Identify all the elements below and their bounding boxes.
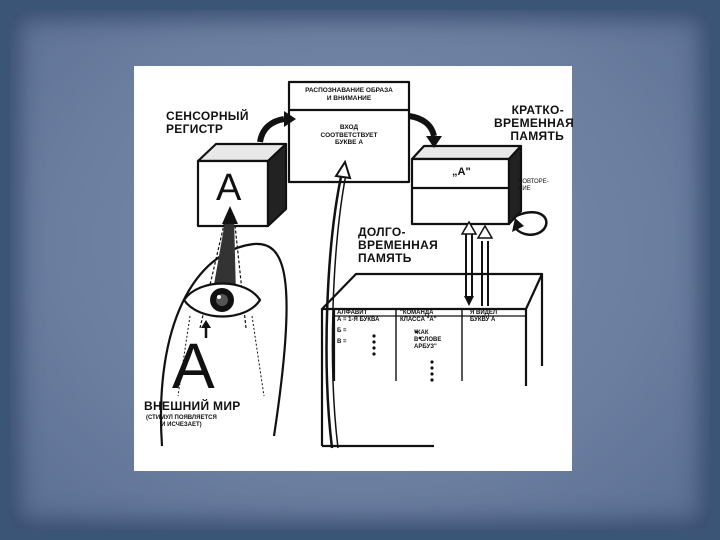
short-term-label-line3: ПАМЯТЬ (494, 130, 564, 143)
short-term-content: „А" (452, 166, 471, 178)
recognition-body-line2: СООТВЕТСТВУЕТ (289, 132, 409, 140)
outer-world-label: ВНЕШНИЙ МИР (144, 400, 241, 413)
stimulus-note: (СТИМУЛ ПОЯВЛЯЕТСЯ И ИСЧЕЗАЕТ) (146, 415, 217, 429)
ltm-col3-line1: Я ВИДЕЛ (470, 310, 497, 317)
memory-model-figure: СЕНСОРНЫЙ РЕГИСТР А РАСПОЗНАВАНИЕ ОБРАЗА… (134, 66, 572, 471)
ltm-col2-line3: "КАК (400, 330, 441, 337)
ltm-col1-line3: Б = (337, 328, 379, 335)
recognition-body-line1: ВХОД (289, 124, 409, 132)
recognition-body-line3: БУКВЕ А (289, 139, 409, 147)
sensory-register-box (198, 144, 286, 226)
ltm-column-command: "КОМАНДА КЛАССА "А" "КАК В СЛОВЕ АРБУЗ" (400, 310, 441, 351)
stimulus-note-line2: И ИСЧЕЗАЕТ) (146, 422, 217, 429)
arrow-to-short-term (409, 116, 434, 136)
long-term-memory-box (322, 274, 542, 446)
ltm-col2-line5: АРБУЗ" (400, 344, 441, 351)
long-term-label-line3: ПАМЯТЬ (358, 252, 438, 265)
repetition-label-line2: НИЕ (518, 186, 549, 193)
ltm-col2-line4: В СЛОВЕ (400, 337, 441, 344)
recognition-title-line2: И ВНИМАНИЕ (289, 95, 409, 103)
ltm-col1-line4: В = (337, 339, 379, 346)
recognition-title-line1: РАСПОЗНАВАНИЕ ОБРАЗА (289, 87, 409, 95)
ltm-col2-line1: "КОМАНДА (400, 310, 441, 317)
sensory-letter: А (216, 168, 241, 208)
stimulus-note-line1: (СТИМУЛ ПОЯВЛЯЕТСЯ (146, 415, 217, 422)
ltm-col2-line2: КЛАССА "А" (400, 317, 441, 324)
sensory-register-label: СЕНСОРНЫЙ РЕГИСТР (166, 110, 249, 136)
ltm-column-seen: Я ВИДЕЛ БУКВУ А (470, 310, 497, 324)
sensory-register-label-line2: РЕГИСТР (166, 123, 249, 136)
world-letter: А (172, 334, 215, 398)
arrow-to-recognition (260, 119, 284, 142)
repetition-label: ПОВТОРЕ- НИЕ (518, 179, 549, 193)
eye-icon (184, 284, 260, 317)
ltm-col1-line2: А = 1-Я БУКВА (337, 317, 379, 324)
long-term-memory-label: ДОЛГО- ВРЕМЕННАЯ ПАМЯТЬ (358, 226, 438, 265)
short-term-memory-box (412, 146, 521, 224)
short-term-memory-label: КРАТКО- ВРЕМЕННАЯ ПАМЯТЬ (494, 104, 564, 143)
ltm-column-alphabet: АЛФАВИТ А = 1-Я БУКВА Б = В = (337, 310, 379, 346)
recognition-body: ВХОД СООТВЕТСТВУЕТ БУКВЕ А (289, 124, 409, 147)
ltm-col1-line1: АЛФАВИТ (337, 310, 379, 317)
recognition-title: РАСПОЗНАВАНИЕ ОБРАЗА И ВНИМАНИЕ (289, 87, 409, 102)
repetition-label-line1: ПОВТОРЕ- (518, 179, 549, 186)
ltm-col3-line2: БУКВУ А (470, 317, 497, 324)
